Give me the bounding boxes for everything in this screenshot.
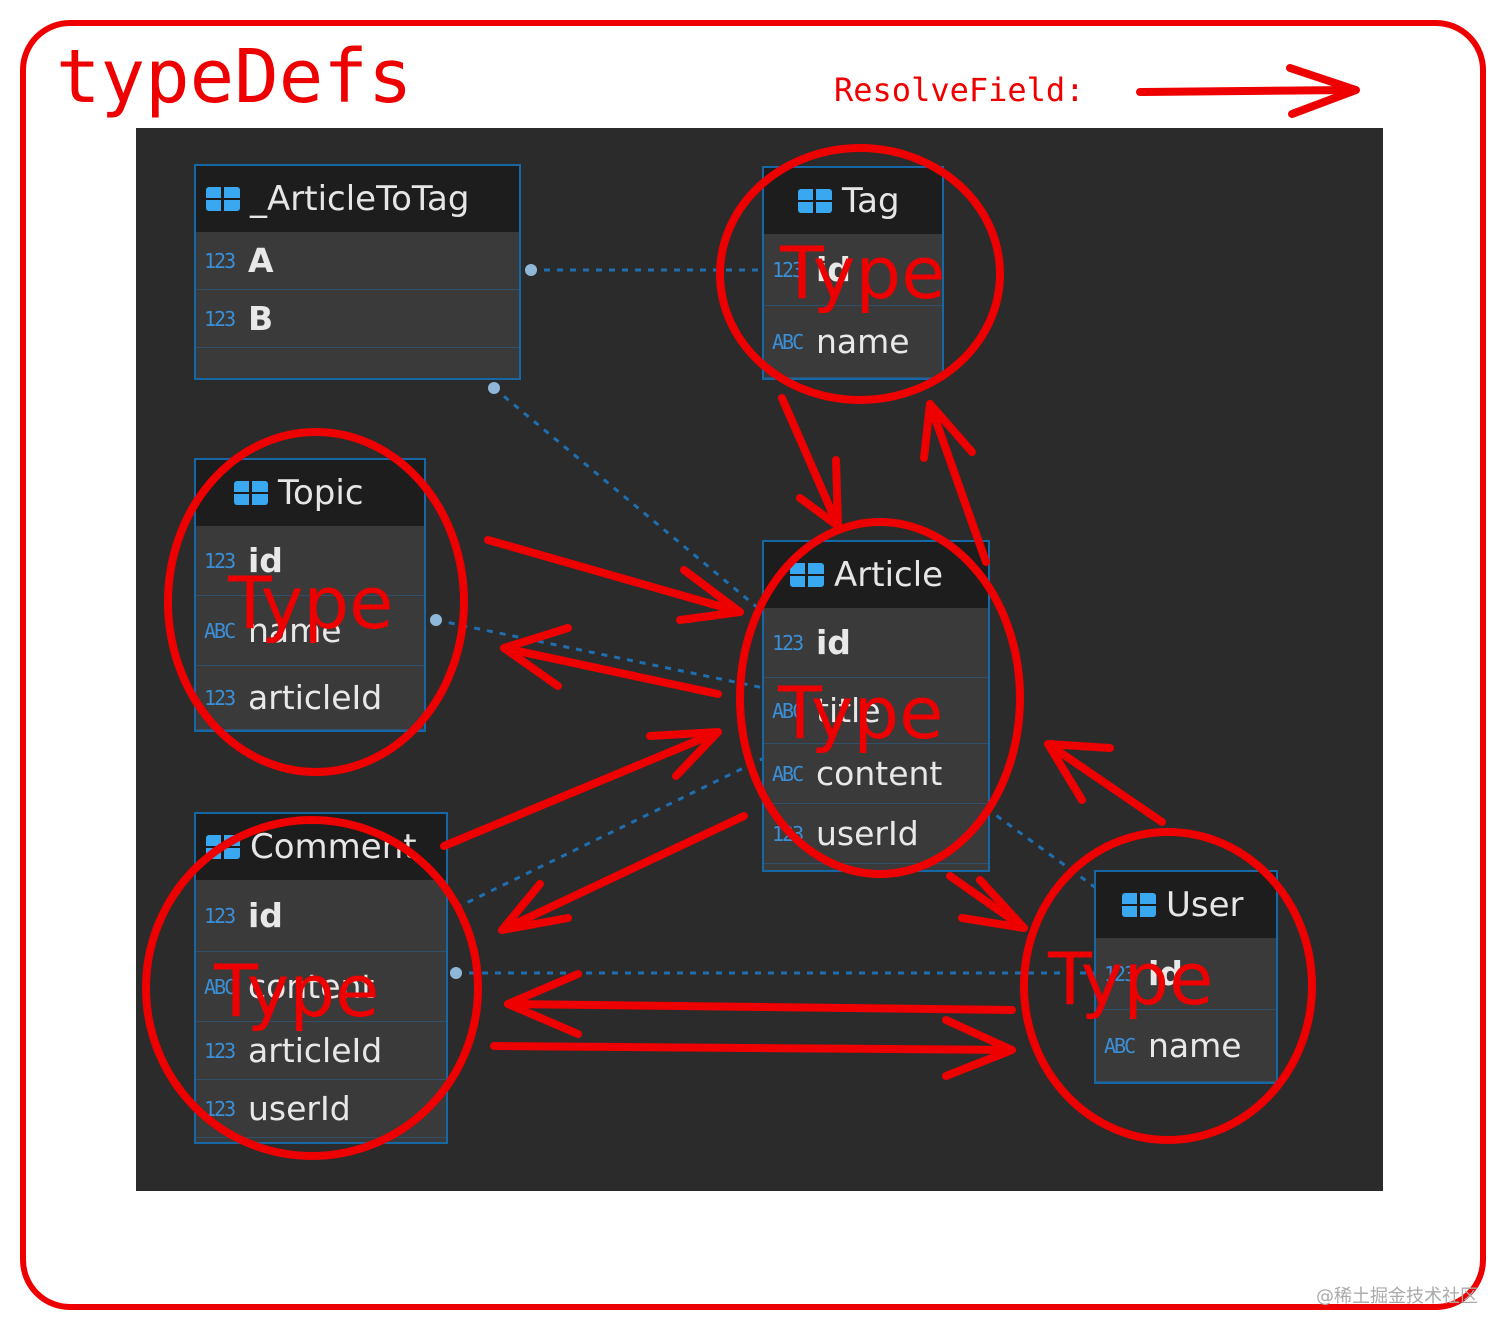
table-row[interactable]: 123 A (196, 232, 519, 290)
diagram-title: typeDefs (56, 34, 413, 120)
number-type-icon: 123 (772, 257, 804, 282)
table-icon (234, 481, 268, 505)
table-row[interactable]: ABC content (196, 952, 446, 1022)
field-name: id (248, 896, 283, 935)
number-type-icon: 123 (204, 248, 236, 273)
key-number-type-icon: 123 (772, 630, 804, 655)
field-name: content (816, 754, 943, 793)
table-row[interactable]: ABC content (764, 744, 988, 804)
text-type-icon: ABC (772, 329, 804, 354)
table-icon (790, 563, 824, 587)
field-name: name (1148, 1026, 1242, 1065)
table-header: User (1096, 872, 1276, 938)
relation-line-article-user (985, 806, 1097, 890)
table-name: Topic (278, 473, 364, 513)
table-icon (1122, 893, 1156, 917)
table-icon (206, 187, 240, 211)
connector-dot (525, 264, 537, 276)
field-name: title (816, 691, 881, 730)
relation-line-articletotag-article (493, 386, 765, 615)
table-name: User (1166, 885, 1244, 925)
table-row[interactable]: 123 id (1096, 938, 1276, 1010)
connector-dot (430, 614, 442, 626)
text-type-icon: ABC (1104, 1033, 1136, 1058)
text-type-icon: ABC (772, 698, 804, 723)
text-type-icon: ABC (204, 974, 236, 999)
field-name: id (1148, 954, 1183, 993)
field-name: name (248, 611, 342, 650)
field-name: A (248, 241, 274, 280)
field-name: articleId (248, 1031, 383, 1070)
table-row[interactable]: ABC name (764, 306, 942, 378)
table-user[interactable]: User 123 id ABC name (1094, 870, 1278, 1084)
field-name: userId (248, 1089, 351, 1128)
table-row[interactable]: 123 B (196, 290, 519, 348)
table-row[interactable]: 123 id (196, 880, 446, 952)
text-type-icon: ABC (772, 761, 804, 786)
key-number-type-icon: 123 (204, 548, 236, 573)
table-row[interactable]: 123 id (196, 526, 424, 596)
table-article[interactable]: Article 123 id ABC title ABC content 123 use… (762, 540, 990, 872)
table-icon (798, 189, 832, 213)
table-name: Tag (842, 181, 900, 221)
field-name: B (248, 299, 274, 338)
number-type-icon: 123 (204, 1038, 236, 1063)
number-type-icon: 123 (204, 685, 236, 710)
table-row[interactable]: ABC name (196, 596, 424, 666)
relation-line-topic-article (435, 618, 765, 690)
table-topic[interactable]: Topic 123 id ABC name 123 articleId (194, 458, 426, 732)
connector-dot (488, 382, 500, 394)
table-tag[interactable]: Tag 123 id ABC name (762, 166, 944, 380)
table-header: Topic (196, 460, 424, 526)
connector-dot (450, 967, 462, 979)
table-row[interactable]: 123 id (764, 234, 942, 306)
table-row[interactable]: ABC name (1096, 1010, 1276, 1082)
key-number-type-icon: 123 (1104, 961, 1136, 986)
field-name: name (816, 322, 910, 361)
table-header: Comment (196, 814, 446, 880)
field-name: content (248, 967, 375, 1006)
field-name: id (248, 541, 283, 580)
table-name: Article (834, 555, 944, 595)
field-name: userId (816, 814, 919, 853)
table-header: Tag (764, 168, 942, 234)
table-row[interactable]: 123 userId (764, 804, 988, 864)
outer-frame (20, 20, 1486, 1310)
relation-line-comment-article (455, 756, 765, 910)
field-name: id (816, 250, 851, 289)
table-header: Article (764, 542, 988, 608)
key-number-type-icon: 123 (204, 903, 236, 928)
watermark: @稀土掘金技术社区 (1316, 1286, 1478, 1307)
table-row[interactable]: 123 articleId (196, 666, 424, 730)
number-type-icon: 123 (204, 306, 236, 331)
text-type-icon: ABC (204, 618, 236, 643)
number-type-icon: 123 (204, 1096, 236, 1121)
field-name: articleId (248, 678, 383, 717)
table-row[interactable]: 123 userId (196, 1080, 446, 1138)
number-type-icon: 123 (772, 821, 804, 846)
table-name: _ArticleToTag (250, 179, 470, 219)
table-row[interactable]: ABC title (764, 678, 988, 744)
table-name: Comment (250, 827, 417, 867)
table-row[interactable]: 123 id (764, 608, 988, 678)
table-row[interactable]: 123 articleId (196, 1022, 446, 1080)
field-name: id (816, 623, 851, 662)
table-header: _ArticleToTag (196, 166, 519, 232)
table-comment[interactable]: Comment 123 id ABC content 123 articleId 12… (194, 812, 448, 1144)
table-icon (206, 835, 240, 859)
resolve-field-label: ResolveField: (834, 71, 1085, 109)
